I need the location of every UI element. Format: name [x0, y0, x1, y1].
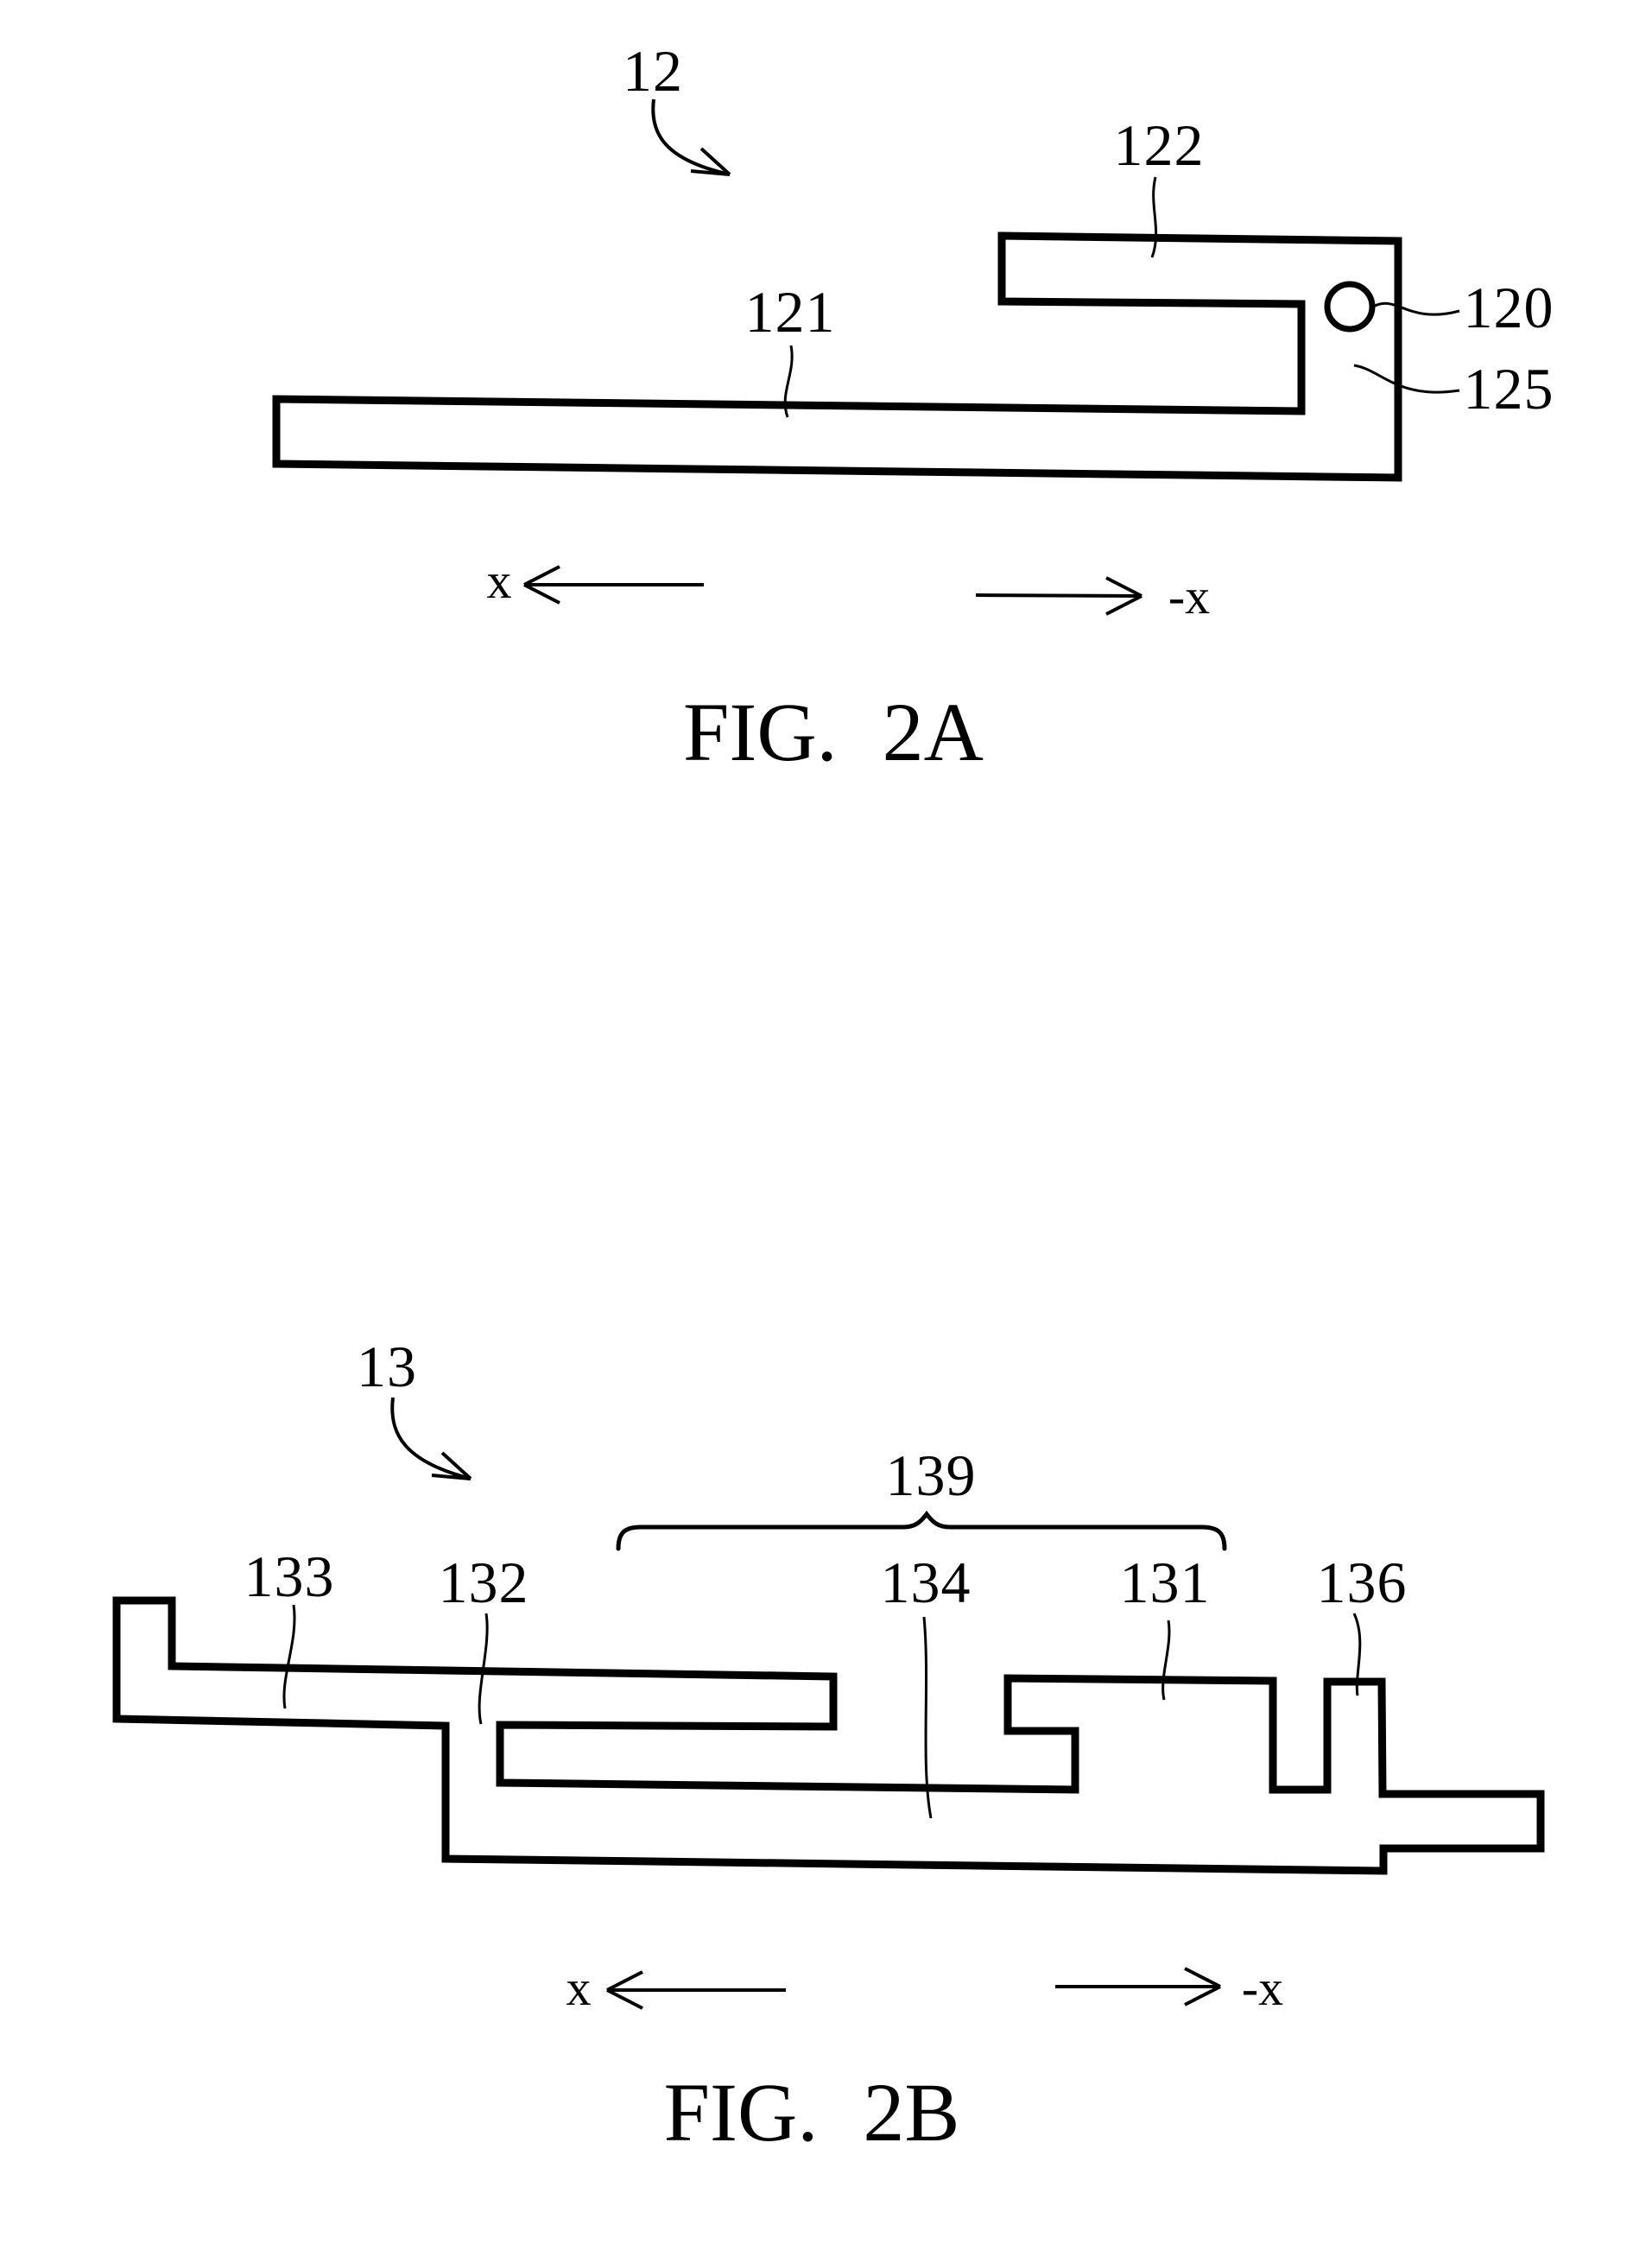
leader-121	[783, 345, 794, 418]
axis-label-x-2b: x	[566, 1960, 592, 2016]
pointer-arrowhead-13-icon	[431, 1451, 472, 1480]
x-axis-arrow-left-2a	[523, 565, 704, 605]
axis-label-negx-2b: -x	[1241, 1960, 1284, 2016]
feed-point-circle-icon	[1324, 281, 1376, 333]
ref-label-131: 131	[1119, 1550, 1211, 1615]
pointer-arrowhead-12-icon	[690, 147, 731, 176]
leader-131	[1161, 1620, 1171, 1701]
x-axis-arrow-right-2b	[1055, 1967, 1221, 2006]
ref-label-132: 132	[438, 1550, 529, 1615]
ref-label-13: 13	[357, 1334, 417, 1399]
ref-label-134: 134	[880, 1550, 972, 1615]
ref-label-12: 12	[623, 38, 683, 104]
axis-label-x-2a: x	[486, 553, 512, 609]
figure-caption-2b: FIG. 2B	[663, 2066, 960, 2158]
antenna-2b-outline	[112, 1596, 1545, 1875]
ref-label-120: 120	[1463, 275, 1554, 340]
pointer-arrow-13	[390, 1397, 472, 1480]
figure-caption-2a: FIG. 2A	[682, 686, 984, 778]
ref-label-122: 122	[1113, 112, 1205, 178]
antenna-2a-outline	[272, 231, 1402, 482]
x-axis-arrow-right-2a	[975, 576, 1142, 616]
group-brace-139-icon	[616, 1510, 1227, 1551]
leader-136	[1352, 1613, 1362, 1696]
axis-label-negx-2a: -x	[1168, 568, 1211, 624]
leader-125	[1353, 364, 1460, 394]
ref-label-139: 139	[885, 1442, 977, 1508]
leader-120	[1372, 301, 1460, 316]
leader-122	[1150, 176, 1158, 258]
leader-133	[282, 1604, 296, 1709]
leader-134	[922, 1616, 933, 1819]
ref-label-125: 125	[1463, 356, 1554, 422]
ref-label-133: 133	[244, 1544, 335, 1609]
pointer-arrow-12	[651, 98, 731, 176]
x-axis-arrow-left-2b	[606, 1970, 786, 2010]
leader-132	[478, 1613, 489, 1725]
ref-label-136: 136	[1316, 1550, 1408, 1615]
ref-label-121: 121	[744, 279, 836, 345]
